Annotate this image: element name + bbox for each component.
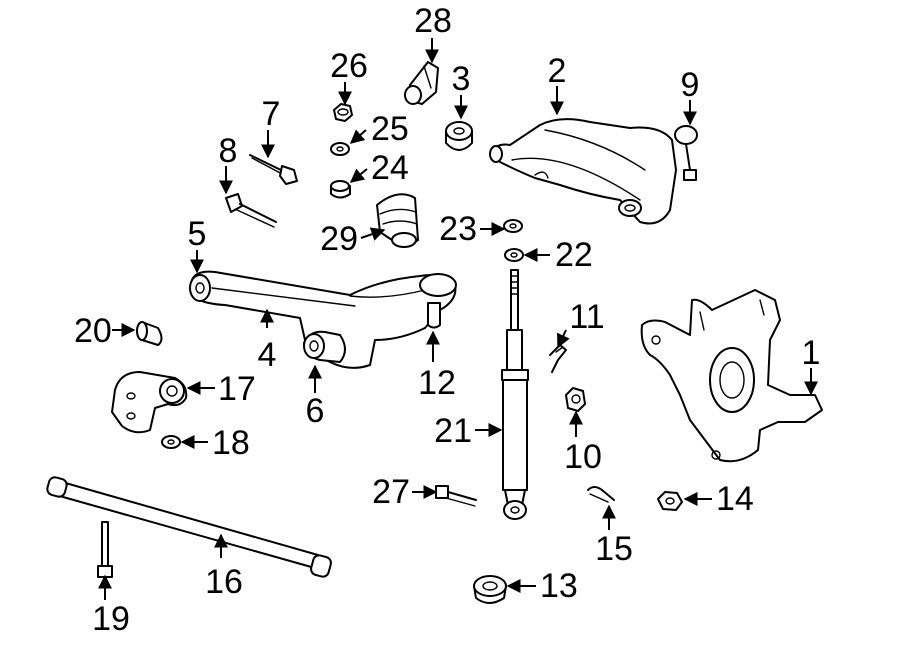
part-8-bolt [225,193,277,228]
part-27-bolt [435,485,477,507]
part-26-nut [333,103,353,122]
part-11-cotter-pin [549,344,567,373]
callout-labels: 1 2 3 4 5 6 7 8 9 10 11 12 13 14 15 16 1… [74,2,820,638]
part-24-bushing [330,180,351,199]
callout-7: 7 [262,95,281,133]
part-18-nut [161,435,181,449]
callout-28: 28 [414,2,452,40]
part-2-upper-control-arm [489,118,677,225]
callout-20: 20 [74,312,112,350]
callout-16: 16 [205,563,243,601]
callout-26: 26 [330,47,368,85]
callout-6: 6 [306,392,325,430]
callout-24: 24 [371,149,409,187]
callout-29: 29 [320,220,358,258]
part-28-bump-stop [404,61,439,105]
part-22-washer [504,248,524,262]
part-7-bolt [249,154,298,185]
part-12-ball-joint-stud [427,302,441,329]
callout-4: 4 [258,336,277,374]
part-19-bolt [97,521,113,578]
callout-10: 10 [564,438,602,476]
callout-25: 25 [371,110,409,148]
callout-11: 11 [569,298,604,336]
part-29-jounce-bumper [376,193,419,248]
callout-22: 22 [555,236,593,274]
part-3-bushing [445,121,473,151]
callout-13: 13 [540,567,578,605]
callout-27: 27 [372,473,410,511]
callout-19: 19 [92,600,130,638]
callout-9: 9 [681,66,700,104]
part-20-bushing [136,321,163,346]
part-15-cotter-pin [587,486,615,503]
part-17-bracket [111,371,188,434]
callout-2: 2 [548,52,567,90]
callout-21: 21 [434,412,472,450]
part-6-bushing [303,330,346,363]
part-21-shock-absorber [501,269,529,520]
callout-1: 1 [802,334,821,372]
part-16-stabilizer-bar [46,476,332,578]
callout-3: 3 [452,60,471,98]
callout-14: 14 [716,480,754,518]
part-13-bushing [473,575,507,604]
callout-17: 17 [218,370,256,408]
callout-8: 8 [219,132,238,170]
part-1-steering-knuckle [640,289,823,463]
callout-5: 5 [188,215,207,253]
callout-12: 12 [418,364,456,402]
callout-15: 15 [595,530,633,568]
callout-23: 23 [439,210,477,248]
part-25-washer [330,142,350,156]
callout-18: 18 [212,424,250,462]
leader-lines [98,38,818,600]
part-23-washer [503,219,523,233]
part-14-nut [657,491,683,511]
part-10-nut [565,387,586,412]
part-9-ball-joint [674,125,698,181]
